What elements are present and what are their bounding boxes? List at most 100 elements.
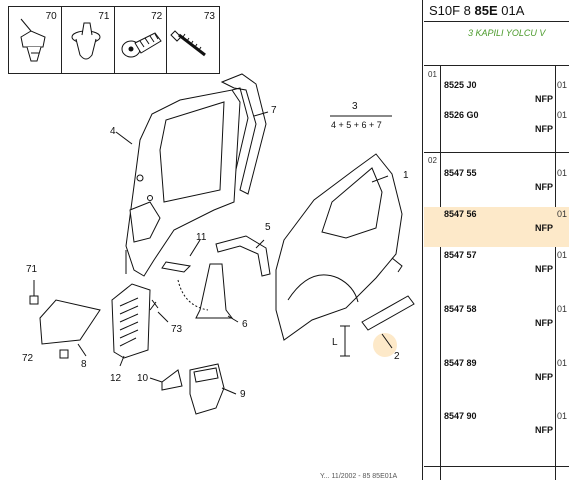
clip-rivet-icon <box>20 18 46 62</box>
part-reference: 8547 57 <box>444 250 477 260</box>
part-column-code: 01 <box>556 110 567 120</box>
leader-6 <box>227 315 239 323</box>
part-status: NFP <box>535 182 553 192</box>
push-clip-icon <box>71 22 101 60</box>
callout-9: 9 <box>240 389 246 400</box>
part-reference: 8525 J0 <box>444 80 477 90</box>
part-12-grille <box>111 283 151 359</box>
part-2-molding <box>361 295 415 331</box>
part-1-wheel-arch <box>287 274 359 303</box>
part-column-code: 01 <box>556 304 567 314</box>
part-reference: 8526 G0 <box>444 110 479 120</box>
part-column-code: 01 <box>556 358 567 368</box>
part-column-code: 01 <box>556 209 567 219</box>
callout-4: 4 <box>110 126 116 137</box>
diagram-footer: Y... 11/2002 - 85 85E01A <box>320 473 398 480</box>
fastener-legend: 70 71 72 73 <box>8 6 220 74</box>
model-description: 3 KAPILI YOLCU V <box>468 28 546 38</box>
group-code: 01 <box>428 70 437 79</box>
leader-2 <box>381 333 393 349</box>
part-12-slats <box>119 297 139 347</box>
model-subheader: 3 KAPILI YOLCU V <box>424 22 569 66</box>
part-reference: 8547 56 <box>444 209 477 219</box>
leader-4 <box>115 131 133 145</box>
fastener-71[interactable]: 71 <box>62 7 115 73</box>
table-row[interactable]: 8547 90 NFP 01 <box>441 411 569 455</box>
part-column-code: 01 <box>556 411 567 421</box>
page-reference-header: S10F 8 85E 01A <box>424 0 569 22</box>
fastener-73[interactable]: 73 <box>167 7 219 73</box>
part-4-lower-recess <box>129 201 161 243</box>
part-column-code: 01 <box>556 168 567 178</box>
screw-icon <box>170 30 207 57</box>
part-5-arch-liner <box>215 235 271 277</box>
threaded-insert-icon <box>121 32 162 58</box>
callout-2: 2 <box>394 351 400 362</box>
part-4-hole <box>136 174 144 182</box>
part-6-leader <box>177 279 209 311</box>
part-10-clip <box>161 369 183 391</box>
callout-73: 73 <box>171 324 183 335</box>
part-status: NFP <box>535 318 553 328</box>
fastener-number: 70 <box>45 11 57 22</box>
table-row[interactable]: 8547 55 NFP 01 <box>441 168 569 212</box>
callout-12: 12 <box>110 373 122 384</box>
fastener-72[interactable]: 72 <box>115 7 168 73</box>
header-prefix: S10F 8 <box>429 3 471 18</box>
callout-8: 8 <box>81 359 87 370</box>
callout-7: 7 <box>271 105 277 116</box>
table-row[interactable]: 8525 J0 NFP 01 <box>441 80 569 124</box>
leader-1 <box>371 175 389 183</box>
part-status: NFP <box>535 124 553 134</box>
leader-10 <box>149 377 163 383</box>
part-reference: 8547 89 <box>444 358 477 368</box>
part-4-hole <box>147 195 153 201</box>
fastener-number: 73 <box>203 11 215 22</box>
fastener-70[interactable]: 70 <box>9 7 62 73</box>
exploded-parts-diagram: 70 71 72 73 <box>8 0 423 480</box>
part-status: NFP <box>535 223 553 233</box>
table-row[interactable]: 8547 58 NFP 01 <box>441 304 569 348</box>
part-8-trim <box>39 299 101 345</box>
parts-list-panel: S10F 8 85E 01A 3 KAPILI YOLCU V 01 02 85… <box>424 0 569 480</box>
part-status: NFP <box>535 94 553 104</box>
callout-1: 1 <box>403 170 409 181</box>
callout-11: 11 <box>196 232 207 243</box>
part-73-marker <box>149 299 159 311</box>
callout-10: 10 <box>137 373 149 384</box>
part-column-code: 01 <box>556 250 567 260</box>
callout-71: 71 <box>26 264 38 275</box>
part-status: NFP <box>535 264 553 274</box>
part-71-marker <box>29 295 39 305</box>
part-1-edge <box>391 257 403 273</box>
header-section: 85E <box>474 3 498 18</box>
part-72-marker <box>59 349 69 359</box>
fastener-number: 71 <box>98 11 110 22</box>
table-row-selected[interactable]: 8547 56 NFP 01 <box>424 207 569 247</box>
group-separator <box>424 152 569 153</box>
table-row[interactable]: 8547 89 NFP 01 <box>441 358 569 402</box>
part-reference: 8547 90 <box>444 411 477 421</box>
part-column-code: 01 <box>556 80 567 90</box>
callout-6: 6 <box>242 319 248 330</box>
part-2-highlight <box>373 333 397 357</box>
part-6-bracket <box>195 263 233 319</box>
group-code: 02 <box>428 156 437 165</box>
callout-72: 72 <box>22 353 34 364</box>
part-11-bracket <box>161 261 192 273</box>
body-panels-drawing <box>29 73 415 415</box>
leader-7 <box>253 111 269 117</box>
leader-73 <box>157 311 169 323</box>
leader-11 <box>189 239 201 257</box>
callout-5: 5 <box>265 222 271 233</box>
part-4-window-opening <box>159 101 225 203</box>
part-1-window <box>321 167 383 239</box>
part-9-opening <box>193 367 219 383</box>
table-row[interactable]: 8547 57 NFP 01 <box>441 250 569 294</box>
table-row[interactable]: 8526 G0 NFP 01 <box>441 110 569 154</box>
part-status: NFP <box>535 425 553 435</box>
column-divider <box>440 66 441 480</box>
leader-9 <box>221 387 237 395</box>
dimension-l-label: L <box>332 337 338 348</box>
group-separator <box>424 466 569 467</box>
